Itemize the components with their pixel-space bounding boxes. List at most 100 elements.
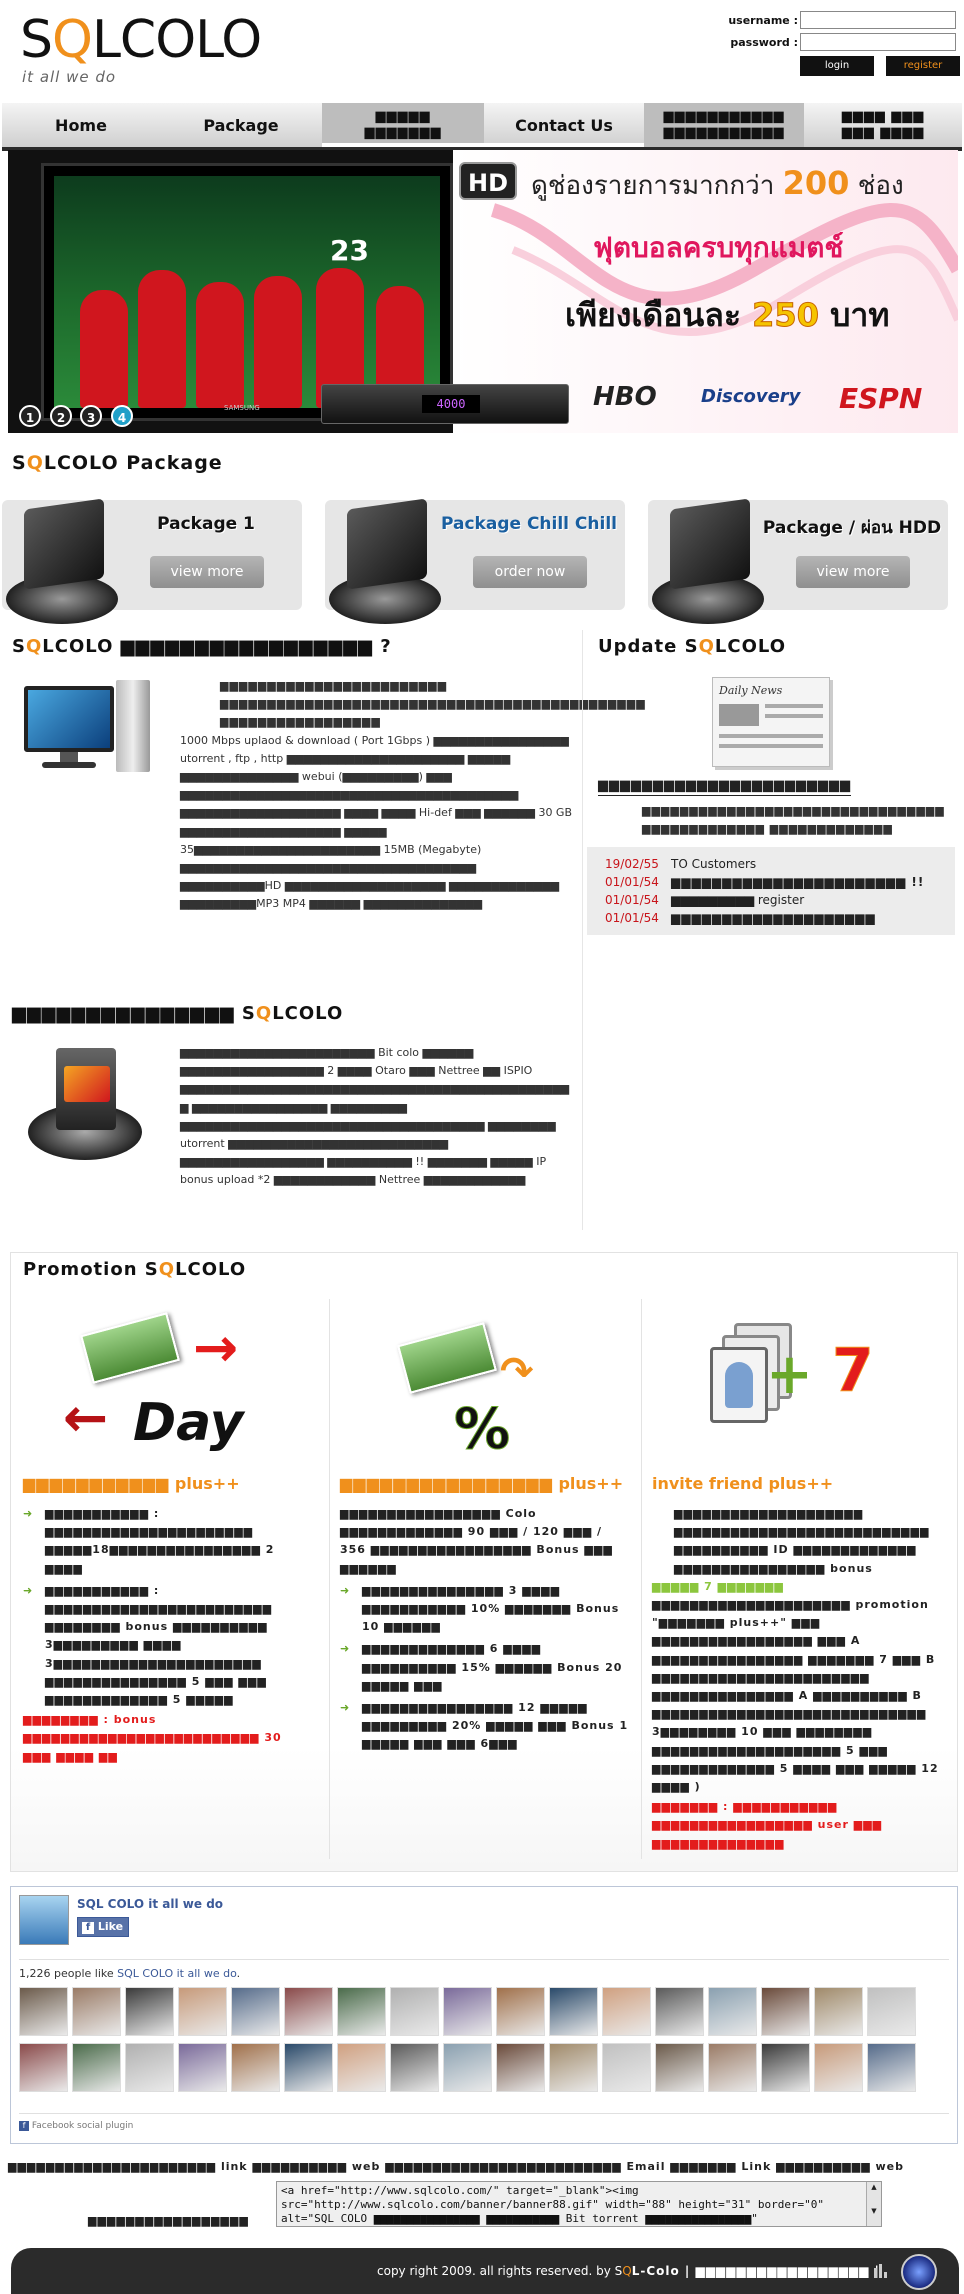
colo-server-icon [22,1044,148,1168]
fb-fan-avatar[interactable] [708,1987,757,2036]
link-instructions: ▆▆▆▆▆▆▆▆▆▆▆▆▆▆▆▆▆▆▆▆▆▆ link ▆▆▆▆▆▆▆▆▆▆ w… [8,2160,905,2173]
fb-fan-avatar[interactable] [337,1987,386,2036]
update-item[interactable]: 01/01/54▆▆▆▆▆▆▆▆▆▆▆▆▆▆▆▆▆▆▆▆ [605,911,876,925]
site-logo[interactable]: SQLCOLO [20,10,262,70]
tv-image: 23 SAMSUNG [41,163,453,421]
fb-fan-avatar[interactable] [496,1987,545,2036]
nav-home[interactable]: Home [55,115,107,135]
decoder-image: 4000 [321,384,569,424]
nav-contact-us[interactable]: Contact Us [515,115,613,135]
nav-package[interactable]: Package [203,115,279,135]
fb-fan-avatar[interactable] [19,1987,68,2036]
fb-fan-avatar[interactable] [72,1987,121,2036]
hero-banner[interactable]: 23 SAMSUNG HD ดูช่องรายการมากกว่า 200 ช่… [8,150,958,433]
fb-fan-avatar[interactable] [814,1987,863,2036]
update-item[interactable]: 01/01/54▆▆▆▆▆▆▆▆▆ register [605,893,805,907]
fb-like-button[interactable]: f Like [77,1917,129,1937]
update-item[interactable]: 01/01/54▆▆▆▆▆▆▆▆▆▆▆▆▆▆▆▆▆▆▆▆▆▆▆ !! [605,875,925,889]
logo-suffix: LCOLO [91,10,262,70]
fb-fan-avatar[interactable] [867,2043,916,2092]
newspaper-icon: Daily News [712,677,830,767]
fb-fan-avatar[interactable] [72,2043,121,2092]
fb-fan-avatar[interactable] [19,2043,68,2092]
fb-fan-avatar[interactable] [655,1987,704,2036]
fb-fan-avatar[interactable] [390,2043,439,2092]
promo-heading: ▆▆▆▆▆▆▆▆▆▆▆▆▆▆▆▆ plus++ [340,1474,624,1493]
fb-page-name[interactable]: SQL COLO it all we do [77,1897,224,1911]
slide-dot-2[interactable]: 2 [50,405,72,427]
logo-prefix: S [20,10,53,70]
nav-item-5[interactable]: ▆▆▆▆▆▆▆▆▆▆▆ ▆▆▆▆▆▆▆▆▆▆▆ [644,103,804,147]
fb-fan-avatar[interactable] [443,2043,492,2092]
update-subheading: ▆▆▆▆▆▆▆▆▆▆▆▆▆▆▆▆▆▆▆▆▆▆▆ [598,778,851,796]
fb-plugin-label[interactable]: f Facebook social plugin [19,2121,133,2131]
about-heading-2: ▆▆▆▆▆▆▆▆▆▆▆▆▆▆▆ SQLCOLO [12,1003,344,1024]
fb-fan-avatar[interactable] [655,2043,704,2092]
fb-fan-avatar[interactable] [443,1987,492,2036]
fb-fan-avatar[interactable] [125,1987,174,2036]
stats-icon[interactable] [873,2262,889,2278]
main-nav: Home Package ▆▆▆▆▆ ▆▆▆▆▆▆▆ Contact Us ▆▆… [2,103,962,151]
update-text: ▆▆▆▆▆▆▆▆▆▆▆▆▆▆▆▆▆▆▆▆▆▆▆▆▆▆▆▆▆▆▆▆▆▆▆▆▆▆▆▆… [642,804,945,836]
hdd-box-icon [6,498,118,624]
fb-fan-avatar[interactable] [231,2043,280,2092]
fb-fan-avatar[interactable] [761,2043,810,2092]
column-divider [582,630,583,1230]
login-button[interactable]: login [800,56,874,76]
fb-fan-avatar[interactable] [814,2043,863,2092]
logo-q: Q [52,10,93,70]
fb-fan-avatar[interactable] [125,2043,174,2092]
banner-line-2: ฟุตบอลครบทุกแมตช์ [593,231,844,264]
package-title: Package Chill Chill [441,514,617,534]
fb-fan-avatar[interactable] [496,2043,545,2092]
nav-active-underline-2 [484,143,644,147]
promo-body: ➜▆▆▆▆▆▆▆▆▆▆▆ : ▆▆▆▆▆▆▆▆▆▆▆▆▆▆▆▆▆▆▆▆▆▆ ▆▆… [23,1507,282,1763]
fb-faces-grid [19,1987,949,2097]
password-input[interactable] [800,33,956,51]
fb-fan-avatar[interactable] [178,2043,227,2092]
fb-fan-avatar[interactable] [549,1987,598,2036]
username-label: username : [728,14,798,27]
fb-fan-avatar[interactable] [231,1987,280,2036]
fb-fan-avatar[interactable] [390,1987,439,2036]
nav-active-underline [322,143,484,147]
view-more-button[interactable]: view more [150,556,264,588]
fb-fan-avatar[interactable] [549,2043,598,2092]
fb-fan-avatar[interactable] [178,1987,227,2036]
banner-line-3: เพียงเดือนละ 250 บาท [565,296,890,335]
promo-body: ▆▆▆▆▆▆▆▆▆▆▆▆▆▆▆▆▆ Colo ▆▆▆▆▆▆▆▆▆▆▆▆▆ 90 … [340,1507,629,1751]
nav-item-3[interactable]: ▆▆▆▆▆ ▆▆▆▆▆▆▆ [322,103,484,147]
fb-fan-avatar[interactable] [761,1987,810,2036]
invite-friend-icon: + 7 [704,1319,904,1459]
fb-like-count: 1,226 people like SQL COLO it all we do. [19,1967,241,1980]
fb-fan-avatar[interactable] [867,1987,916,2036]
fb-fan-avatar[interactable] [284,2043,333,2092]
site-slogan: it all we do [22,68,117,86]
fb-fan-avatar[interactable] [708,2043,757,2092]
fb-fan-avatar[interactable] [337,2043,386,2092]
site-footer: copy right 2009. all rights reserved. by… [11,2248,959,2294]
promotion-section: Promotion SQLCOLO → ← Day ▆▆▆▆▆▆▆▆▆▆▆ pl… [10,1252,958,1872]
username-input[interactable] [800,11,956,29]
fb-fan-avatar[interactable] [602,2043,651,2092]
slide-dot-4[interactable]: 4 [111,405,133,427]
fb-fan-avatar[interactable] [602,1987,651,2036]
package-title: Package / ผ่อน HDD [762,518,942,538]
register-button[interactable]: register [886,56,960,76]
package-card-1: Package 1 view more [2,498,302,624]
view-more-button[interactable]: view more [796,556,910,588]
nav-item-6[interactable]: ▆▆▆▆ ▆▆▆ ▆▆▆ ▆▆▆▆ [841,109,925,140]
money-percent-icon: ↷ % [380,1319,590,1463]
banner-code-textarea[interactable]: <a href="http://www.sqlcolo.com/" target… [276,2181,882,2227]
fb-fan-avatar[interactable] [284,1987,333,2036]
page-avatar[interactable] [19,1895,69,1945]
order-now-button[interactable]: order now [473,556,587,588]
globe-badge-icon[interactable] [901,2254,937,2290]
slide-dot-1[interactable]: 1 [19,405,41,427]
slide-dot-3[interactable]: 3 [80,405,102,427]
textarea-scrollbar[interactable]: ▲ ▼ [866,2182,881,2226]
package-card-2: Package Chill Chill order now [325,498,625,624]
package-section-title: SQLCOLO Package [12,452,223,474]
